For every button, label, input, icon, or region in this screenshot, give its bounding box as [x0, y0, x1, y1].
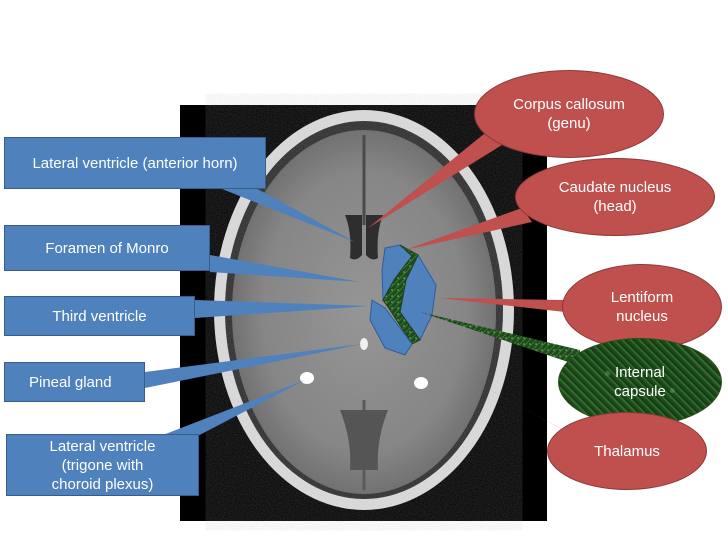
label-text-line-3: choroid plexus)	[51, 475, 154, 493]
label-foramen-of-monro: Foramen of Monro	[4, 225, 210, 271]
label-text: Third ventricle	[52, 307, 147, 325]
thalamus-overlay	[369, 299, 413, 356]
label-thalamus: Thalamus	[547, 412, 707, 490]
label-lentiform-nucleus: Lentiform nucleus	[562, 264, 722, 350]
label-text-line-2: (genu)	[547, 115, 591, 132]
pointer-corpus-callosum	[368, 125, 510, 228]
pointer-lentiform-nucleus	[440, 298, 565, 312]
label-text: Lateral ventricle (anterior horn)	[32, 154, 238, 172]
label-text-line-1: Caudate nucleus	[558, 179, 672, 196]
label-text: Thalamus	[594, 442, 660, 460]
pointer-thalamus	[410, 346, 578, 438]
choroid-plexus-left	[300, 372, 314, 384]
label-text-line-2: (trigone with	[61, 456, 144, 474]
choroid-plexus-right	[414, 377, 428, 389]
brain	[232, 130, 496, 494]
pointer-caudate-nucleus	[405, 208, 532, 250]
label-text-line-1: Corpus callosum	[513, 96, 625, 113]
pineal-calcification	[360, 338, 368, 350]
pointer-internal-capsule	[420, 312, 580, 366]
label-text: Foramen of Monro	[45, 239, 169, 257]
label-caudate-nucleus: Caudate nucleus (head)	[515, 158, 715, 236]
label-text-line-1: Lateral ventricle	[49, 437, 156, 455]
pointer-third-ventricle	[195, 300, 370, 318]
pointer-lateral-ventricle-anterior-horn	[212, 185, 355, 242]
label-pineal-gland: Pineal gland	[4, 362, 145, 402]
pointer-foramen-of-monro	[210, 255, 360, 282]
label-text-line-1: Lentiform	[610, 289, 674, 306]
label-internal-capsule: Internal capsule	[558, 338, 722, 426]
label-text-line-2: nucleus	[616, 308, 668, 325]
pointer-pineal-gland	[145, 344, 362, 388]
label-text-line-2: capsule	[614, 383, 666, 400]
label-third-ventricle: Third ventricle	[4, 296, 195, 336]
label-lateral-ventricle-trigone: Lateral ventricle (trigone with choroid …	[6, 434, 199, 496]
label-corpus-callosum: Corpus callosum (genu)	[474, 70, 664, 158]
label-lateral-ventricle-anterior-horn: Lateral ventricle (anterior horn)	[4, 137, 266, 189]
label-text-line-2: (head)	[593, 198, 637, 215]
pointer-lateral-ventricle-trigone	[150, 380, 305, 440]
label-text: Pineal gland	[29, 373, 112, 391]
label-text-line-1: Internal	[614, 364, 666, 381]
